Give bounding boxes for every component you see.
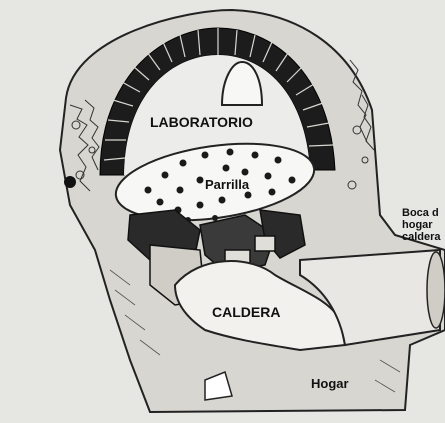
label-hogar: Hogar (311, 376, 349, 391)
vent-hole (64, 176, 76, 188)
label-parrilla: Parrilla (205, 177, 249, 192)
label-caldera: CALDERA (212, 304, 280, 320)
firebox-mouth-opening (427, 252, 445, 328)
label-laboratorio: LABORATORIO (150, 114, 253, 130)
label-boca-hogar-caldera: Boca d hogar caldera (402, 207, 441, 243)
